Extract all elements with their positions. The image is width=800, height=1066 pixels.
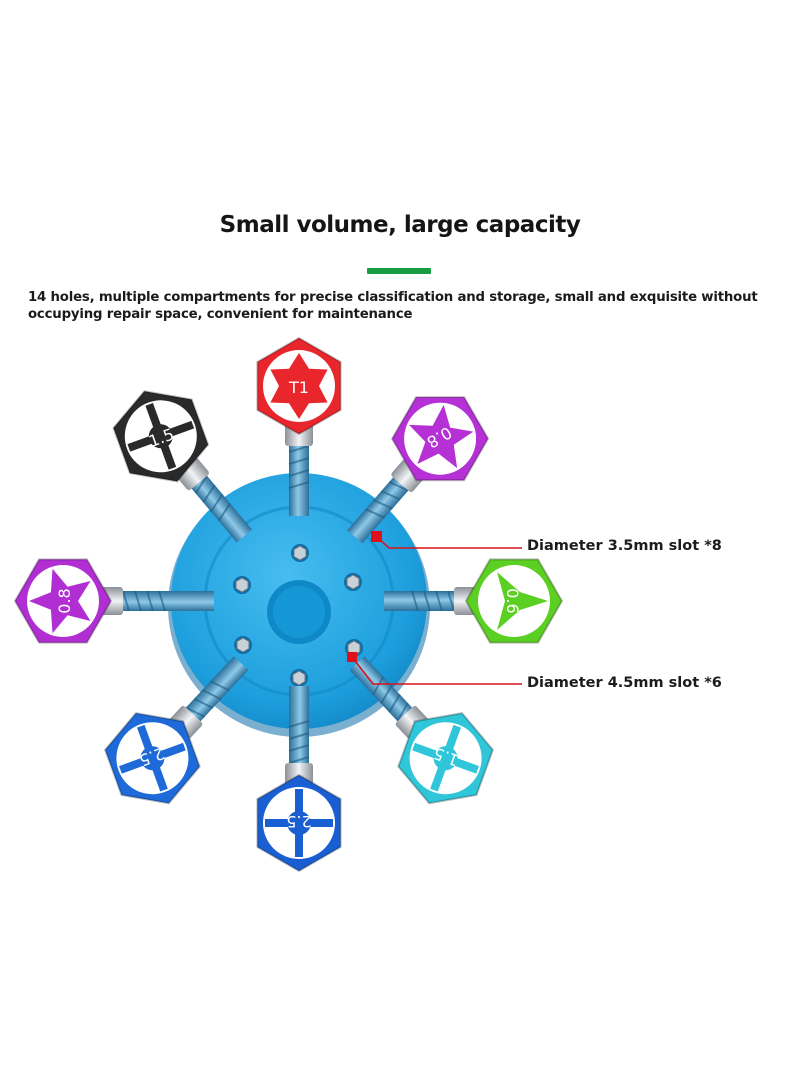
slot-hole	[234, 636, 252, 654]
bit-pentalobe-2: 0.8	[347, 396, 490, 544]
bit-cross-5: 2.5	[256, 686, 342, 873]
slot-hole	[233, 576, 251, 594]
bit-tip-cross	[412, 724, 479, 792]
callout-marker-1	[371, 531, 382, 542]
bit-shaft	[347, 459, 425, 544]
bit-size-label: 0.8	[55, 588, 74, 613]
bit-head: T1	[256, 336, 342, 436]
bit-head: 1.5	[397, 712, 495, 805]
product-description: 14 holes, multiple compartments for prec…	[28, 290, 758, 322]
bit-head: 1.5	[112, 390, 210, 483]
callout-lines	[347, 531, 522, 685]
callout-label-4-5mm: Diameter 4.5mm slot *6	[527, 675, 722, 691]
bit-head: 2.5	[256, 773, 342, 873]
screwdriver-bits: T1 0.8 0.6 1.5 2.5 2.5 0.8 1.5	[13, 336, 564, 873]
bit-shaft	[169, 656, 249, 739]
bit-shaft	[349, 656, 429, 739]
bit-cross-6: 2.5	[103, 656, 249, 805]
bit-tip-cross	[119, 724, 186, 792]
bit-tip-cross	[265, 789, 333, 857]
bit-size-label: T1	[288, 378, 309, 397]
bit-tip-pentalobe	[29, 568, 91, 634]
bit-shaft	[384, 587, 476, 615]
bit-tip-cross	[127, 402, 195, 470]
callout-label-3-5mm: Diameter 3.5mm slot *8	[527, 538, 722, 554]
bit-tip-torx-star	[270, 353, 328, 419]
bit-head: 0.8	[390, 396, 490, 482]
bit-size-label: 0.6	[503, 588, 522, 613]
bit-head: 0.8	[13, 558, 113, 644]
bit-holder-illustration: T1 0.8 0.6 1.5 2.5 2.5 0.8 1.5	[13, 336, 564, 873]
bit-size-label: 2.5	[286, 812, 311, 831]
slot-hole	[344, 573, 362, 591]
title-accent-bar	[367, 268, 431, 274]
bit-tip-tri-wing	[497, 572, 548, 630]
slot-hole	[291, 544, 309, 562]
bit-tri-wing-3: 0.6	[384, 558, 564, 644]
slot-hole	[290, 669, 308, 687]
bit-shaft	[101, 587, 214, 615]
callout-marker-2	[347, 652, 357, 662]
bit-pentalobe-7: 0.8	[13, 558, 214, 644]
page-title: Small volume, large capacity	[219, 212, 581, 238]
inner-slots	[233, 544, 363, 687]
bit-head: 2.5	[103, 712, 201, 805]
bit-head: 0.6	[464, 558, 564, 644]
bit-cross-4: 1.5	[349, 656, 495, 805]
bit-torx-star-1: T1	[256, 336, 342, 516]
bit-shaft	[285, 686, 313, 785]
bit-shaft	[285, 424, 313, 516]
bit-cross-8: 1.5	[112, 390, 253, 543]
bit-shaft	[175, 457, 253, 543]
bit-tip-pentalobe	[409, 404, 474, 469]
